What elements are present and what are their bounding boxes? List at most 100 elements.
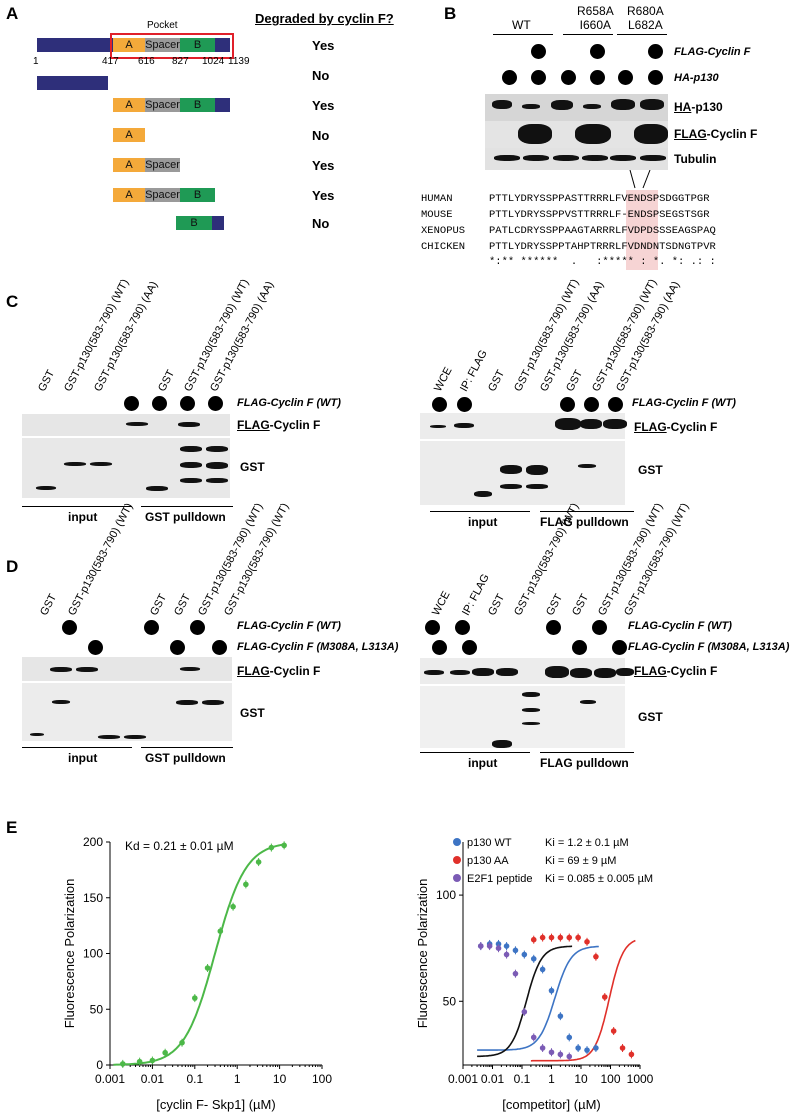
- answer-5: Yes: [312, 158, 335, 173]
- dot-b-ha-1: [502, 70, 517, 85]
- position-417: 417: [102, 56, 119, 67]
- dot-d-left-3: [144, 620, 159, 635]
- panel-b-letter: B: [444, 4, 457, 23]
- y-tick-label: 100: [436, 888, 456, 902]
- blot-label-c-left-flag: FLAG-Cyclin F: [237, 418, 321, 432]
- dot-b-flag-2: [590, 44, 605, 59]
- band-c-6: [146, 486, 168, 491]
- band-b-ha-3: [551, 100, 573, 110]
- row-label-d-left-wt: FLAG-Cyclin F (WT): [237, 620, 341, 632]
- data-point: [628, 1051, 635, 1058]
- group-d-right-pulldown: FLAG pulldown: [540, 756, 629, 770]
- e2f1-fit-curve: [477, 945, 573, 1058]
- band-c-20: [500, 484, 522, 489]
- construct-1-spacer-segment: Spacer: [145, 38, 180, 52]
- position-1139: 1139: [228, 56, 250, 67]
- construct-6-b-segment: B: [180, 188, 215, 202]
- band-c-11: [206, 462, 228, 469]
- band-b-tubulin-6: [640, 155, 666, 161]
- row-label-flag-cyclin-f-b: FLAG-Cyclin F: [674, 46, 751, 58]
- legend-marker: [453, 838, 461, 846]
- construct-1-a-segment: A: [113, 38, 145, 52]
- blot-label-tubulin: Tubulin: [674, 152, 717, 166]
- band-d-8: [176, 700, 198, 705]
- construct-5-spacer-segment: Spacer: [145, 158, 180, 172]
- band-c-19: [500, 465, 522, 474]
- data-point: [548, 987, 555, 994]
- band-b-tubulin-1: [494, 155, 520, 161]
- band-d-16: [594, 668, 616, 678]
- blot-d-right-gst: [420, 686, 625, 748]
- p130-aa-fit-curve: [530, 939, 636, 1062]
- legend-ki: Ki = 0.085 ± 0.005 µM: [545, 873, 653, 885]
- position-616: 616: [138, 56, 155, 67]
- data-point: [495, 945, 502, 951]
- data-point: [593, 953, 599, 960]
- data-point: [575, 1045, 581, 1051]
- band-d-1: [50, 667, 72, 672]
- row-label-d-right-wt: FLAG-Cyclin F (WT): [628, 620, 732, 632]
- y-axis-label: Fluorescence Polarization: [415, 879, 430, 1029]
- band-c-12: [206, 446, 228, 452]
- band-b-flag-3: [634, 124, 668, 144]
- data-point: [503, 951, 510, 958]
- band-c-2: [178, 422, 200, 427]
- band-b-ha-5: [611, 99, 635, 110]
- data-point: [521, 1009, 528, 1015]
- band-d-14: [545, 666, 569, 678]
- band-d-17: [616, 668, 634, 676]
- legend-series-name: E2F1 peptide: [467, 873, 532, 885]
- dot-c-right-1: [432, 397, 447, 412]
- pocket-label: Pocket: [147, 20, 178, 31]
- x-tick-label: 10: [273, 1072, 287, 1086]
- data-point: [557, 1013, 564, 1019]
- data-point: [584, 1047, 590, 1053]
- dot-d-right-1: [425, 620, 440, 635]
- data-point: [601, 994, 608, 1000]
- seq-consensus: *:** ****** . :***** : *. *: .: :: [489, 256, 716, 268]
- dot-c-right-5: [608, 397, 623, 412]
- cyclin-f-binding-fit-curve: [113, 843, 286, 1066]
- dot-b-ha-4: [590, 70, 605, 85]
- x-axis-label: [cyclin F- Skp1] (µM): [156, 1097, 275, 1112]
- x-tick-label: 1: [234, 1072, 241, 1086]
- pocket-box: [110, 33, 234, 59]
- data-point: [230, 903, 236, 910]
- band-c-1: [126, 422, 148, 426]
- blot-label-flag-cyclin-f-b: FLAG-Cyclin F: [674, 127, 758, 141]
- dot-c-left-4: [208, 396, 223, 411]
- x-tick-label: 1000: [627, 1072, 654, 1086]
- data-point: [119, 1061, 126, 1067]
- d-right-lane-1: WCE: [430, 589, 453, 618]
- data-point: [610, 1028, 617, 1034]
- band-d-21: [522, 722, 540, 725]
- legend-ki: Ki = 69 ± 9 µM: [545, 855, 616, 867]
- band-c-8: [180, 462, 202, 468]
- blot-label-c-left-gst: GST: [240, 460, 265, 474]
- data-point: [503, 943, 510, 949]
- dot-b-ha-3: [561, 70, 576, 85]
- dot-d-right-4: [462, 640, 477, 655]
- d-left-lane-1: GST: [38, 592, 60, 618]
- data-point: [557, 934, 564, 941]
- data-point: [584, 939, 590, 945]
- species-xenopus: XENOPUS: [421, 225, 466, 237]
- data-point: [149, 1057, 156, 1064]
- band-c-23: [578, 464, 596, 468]
- construct-5-a-segment: A: [113, 158, 145, 172]
- group-r658a: R658A I660A: [577, 4, 614, 32]
- data-point: [548, 1049, 555, 1056]
- data-point: [268, 844, 275, 851]
- band-c-22: [526, 484, 548, 489]
- answer-2: No: [312, 68, 330, 83]
- row-label-c-right: FLAG-Cyclin F (WT): [632, 397, 736, 409]
- dot-d-right-5: [546, 620, 561, 635]
- band-c-10: [206, 478, 228, 483]
- band-c-21: [526, 465, 548, 475]
- construct-6-a-segment: A: [113, 188, 145, 202]
- band-c-17: [603, 419, 627, 429]
- band-d-12: [472, 668, 494, 676]
- data-point: [495, 941, 502, 947]
- construct-3-a-segment: A: [113, 98, 145, 112]
